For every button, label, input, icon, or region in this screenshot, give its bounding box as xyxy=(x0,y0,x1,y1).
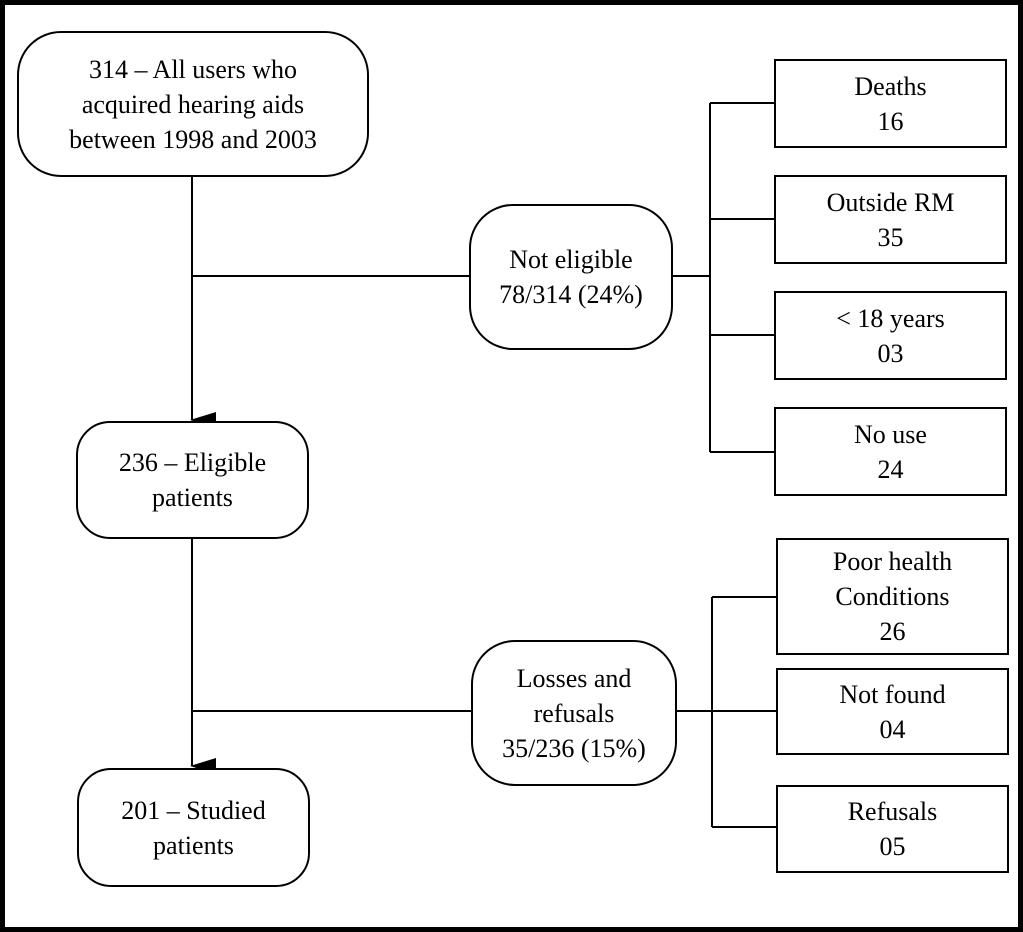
reason-not-found-box: Not found 04 xyxy=(776,668,1009,755)
reason-under-18-count: 03 xyxy=(877,338,904,368)
reason-poor-health-count: 26 xyxy=(879,617,906,646)
reason-deaths-label: Deaths xyxy=(854,71,927,101)
reason-no-use-box: No use 24 xyxy=(774,407,1007,496)
eligible-line-1: 236 – Eligible xyxy=(118,448,267,477)
reason-not-found-label: Not found xyxy=(839,679,946,709)
reason-outside-rm-box: Outside RM 35 xyxy=(774,175,1007,264)
reason-deaths-count: 16 xyxy=(877,106,904,136)
reason-under-18-label: < 18 years xyxy=(836,303,945,333)
all-users-box: 314 – All users who acquired hearing aid… xyxy=(17,31,369,177)
all-users-line-1: 314 – All users who xyxy=(88,54,297,84)
eligible-box: 236 – Eligible patients xyxy=(76,421,309,539)
studied-line-1: 201 – Studied xyxy=(121,795,266,825)
reason-outside-rm-label: Outside RM xyxy=(826,187,955,217)
reason-deaths-box: Deaths 16 xyxy=(774,59,1007,148)
not-eligible-box: Not eligible 78/314 (24%) xyxy=(469,204,673,350)
reason-no-use-label: No use xyxy=(854,419,927,449)
reason-outside-rm-count: 35 xyxy=(877,222,904,252)
not-eligible-ratio: 78/314 (24%) xyxy=(499,280,643,309)
reason-refusals-box: Refusals 05 xyxy=(776,785,1009,873)
studied-line-2: patients xyxy=(153,830,234,860)
eligible-line-2: patients xyxy=(152,483,233,512)
reason-poor-health-box: Poor health Conditions 26 xyxy=(776,538,1009,655)
all-users-line-2: acquired hearing aids xyxy=(81,89,305,119)
losses-line-1: Losses and xyxy=(516,663,632,693)
reason-no-use-count: 24 xyxy=(877,454,904,484)
losses-ratio: 35/236 (15%) xyxy=(502,733,646,763)
reason-refusals-count: 05 xyxy=(879,832,906,861)
all-users-line-3: between 1998 and 2003 xyxy=(69,124,317,154)
reason-refusals-label: Refusals xyxy=(847,797,938,826)
not-eligible-title: Not eligible xyxy=(509,245,633,274)
reason-not-found-count: 04 xyxy=(879,714,906,744)
reason-poor-health-line-1: Poor health xyxy=(832,547,953,576)
reason-under-18-box: < 18 years 03 xyxy=(774,291,1007,380)
studied-box: 201 – Studied patients xyxy=(77,768,310,887)
losses-box: Losses and refusals 35/236 (15%) xyxy=(471,640,677,786)
losses-line-2: refusals xyxy=(533,698,615,728)
reason-poor-health-line-2: Conditions xyxy=(835,582,950,611)
